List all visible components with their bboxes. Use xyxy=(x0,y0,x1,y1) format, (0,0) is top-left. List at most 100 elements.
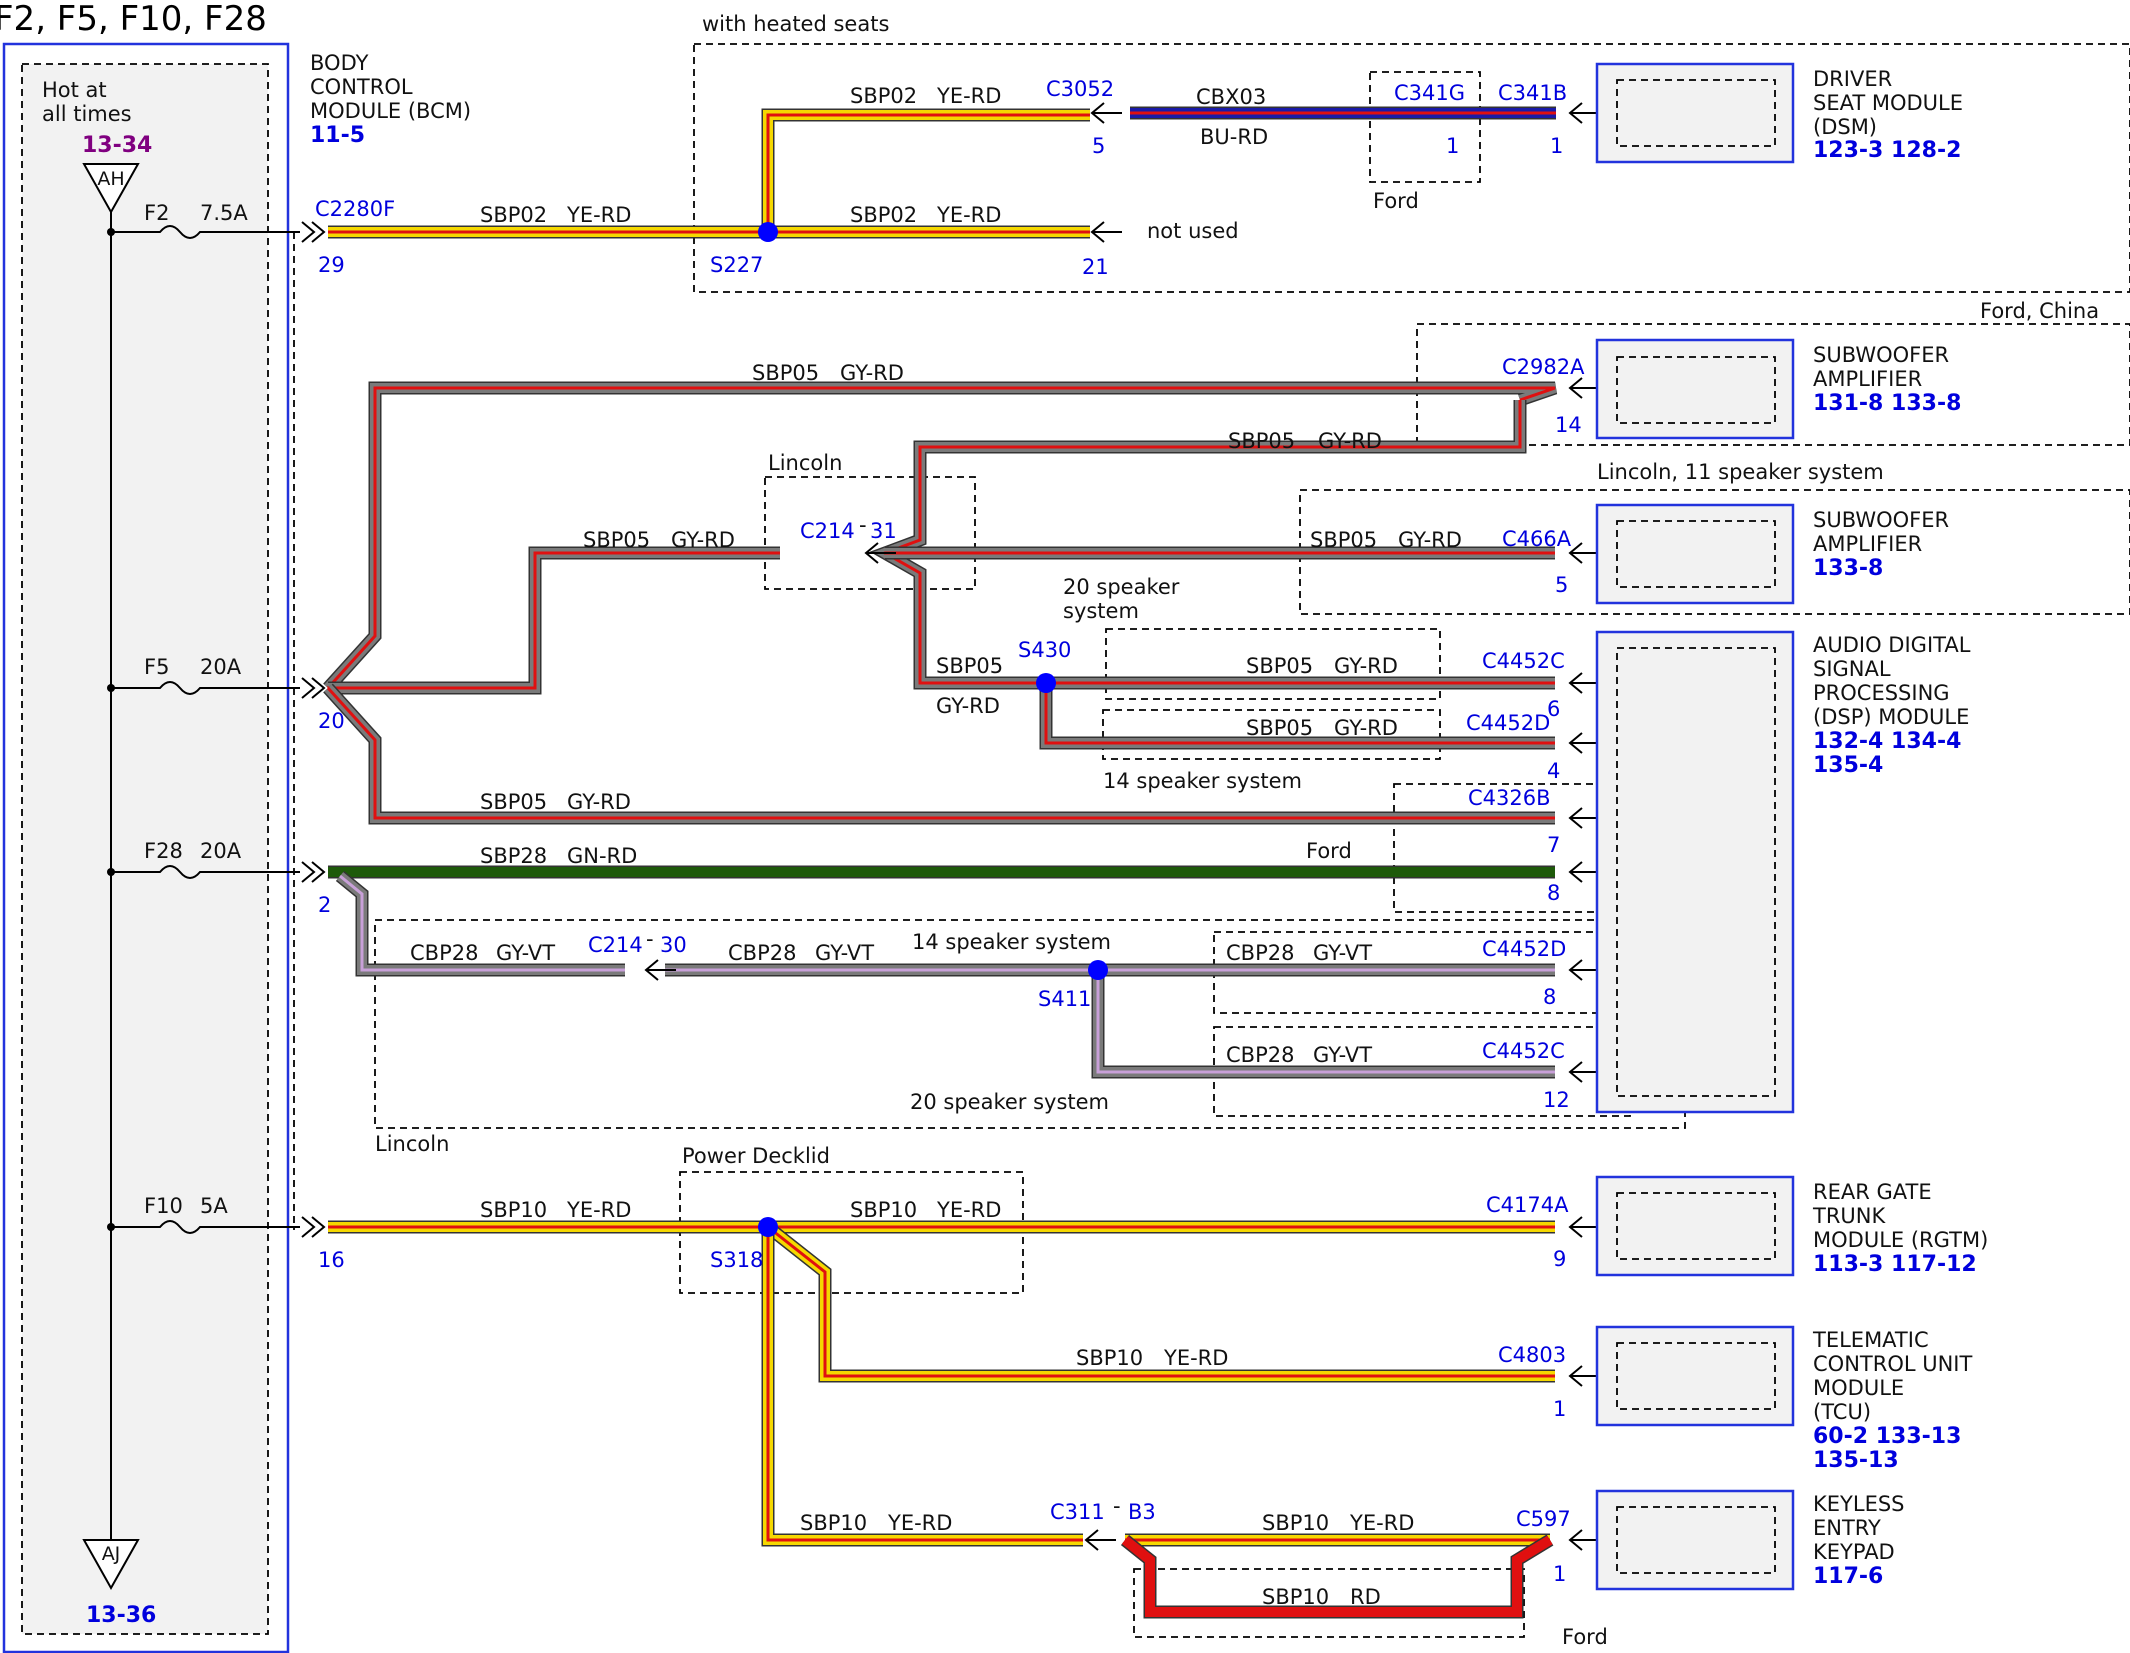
ford-c4326b-option-box xyxy=(1393,783,1605,913)
c311-arrow xyxy=(1084,1529,1116,1551)
color-ye-rd-8: YE-RD xyxy=(1349,1511,1414,1535)
component-dsm[interactable] xyxy=(1595,62,1795,164)
splice-s411[interactable] xyxy=(1088,960,1108,980)
wire-stroke xyxy=(763,110,1090,232)
pin-5-c466a: 5 xyxy=(1555,573,1568,597)
rgtm-refs[interactable]: 113-3 117-12 xyxy=(1813,1252,1977,1277)
connector-c214-a[interactable]: C214 xyxy=(800,519,855,543)
circuit-sbp02-1: SBP02 xyxy=(480,203,547,227)
splice-s430-label: S430 xyxy=(1018,638,1071,662)
wire-sbp10-to-c4803[interactable] xyxy=(763,1221,1555,1383)
wire-stroke xyxy=(766,1227,1083,1542)
dsp-refs-1[interactable]: 132-4 134-4 xyxy=(1813,729,1961,754)
connector-c341b[interactable]: C341B xyxy=(1498,81,1567,105)
pin-29: 29 xyxy=(318,253,345,277)
component-dsp[interactable] xyxy=(1595,630,1795,1114)
dsm-label-line1: DRIVER xyxy=(1813,67,1892,91)
power-decklid-label: Power Decklid xyxy=(682,1144,830,1168)
circuit-sbp10-2: SBP10 xyxy=(850,1198,917,1222)
wire-stroke xyxy=(1044,683,1555,745)
sub2-refs[interactable]: 133-8 xyxy=(1813,556,1883,581)
connector-c4174a[interactable]: C4174A xyxy=(1486,1193,1569,1217)
splice-s227[interactable] xyxy=(758,222,778,242)
connector-c4326b[interactable]: C4326B xyxy=(1468,786,1551,810)
wire-sbp05-to-c2982a[interactable] xyxy=(323,381,1558,693)
wire-sbp10-rd[interactable] xyxy=(1120,1534,1554,1619)
color-gy-vt-4: GY-VT xyxy=(1313,1043,1372,1067)
spk20-label-line1: 20 speaker xyxy=(1063,575,1180,599)
hot-ref[interactable]: 13-34 xyxy=(82,133,152,158)
circuit-sbp10-6: SBP10 xyxy=(1262,1585,1329,1609)
lincoln-label-c214: Lincoln xyxy=(768,451,842,475)
tcu-refs-2[interactable]: 135-13 xyxy=(1813,1448,1899,1473)
color-bu-rd: BU-RD xyxy=(1200,125,1268,149)
component-rgtm[interactable] xyxy=(1595,1175,1795,1277)
fuse-f28: F28 20A xyxy=(107,839,300,879)
component-subwoofer-1[interactable] xyxy=(1595,338,1795,440)
wire-sbp02-to-c3052[interactable] xyxy=(761,108,1090,232)
connector-c4452d-a[interactable]: C4452D xyxy=(1466,711,1550,735)
color-gy-rd-6: GY-RD xyxy=(1334,654,1398,678)
color-ye-rd-7: YE-RD xyxy=(887,1511,952,1535)
wire-sbp05-to-c4452d[interactable] xyxy=(1039,683,1555,750)
not-used-arrow xyxy=(1090,221,1122,243)
pin-1-c597: 1 xyxy=(1553,1562,1566,1586)
circuit-cbx03: CBX03 xyxy=(1196,85,1266,109)
heated-seats-option-box xyxy=(693,43,2130,293)
color-ye-rd-3: YE-RD xyxy=(936,203,1001,227)
ford-keypad-option-box xyxy=(1133,1568,1525,1638)
fuse-f5: F5 20A xyxy=(107,655,300,695)
wire-sbp10-to-c311[interactable] xyxy=(761,1227,1083,1547)
color-ye-rd-4: YE-RD xyxy=(566,1198,631,1222)
connector-c341g[interactable]: C341G xyxy=(1394,81,1465,105)
splice-s318[interactable] xyxy=(758,1217,778,1237)
fuse-f5-name: F5 xyxy=(144,655,169,679)
connector-c311[interactable]: C311 xyxy=(1050,1500,1105,1524)
sub1-label-line2: AMPLIFIER xyxy=(1813,367,1922,391)
circuit-sbp05-1: SBP05 xyxy=(752,361,819,385)
keypad-refs[interactable]: 117-6 xyxy=(1813,1564,1883,1589)
color-ye-rd-2: YE-RD xyxy=(936,84,1001,108)
dsp-label-line3: PROCESSING xyxy=(1813,681,1950,705)
dsp-refs-2[interactable]: 135-4 xyxy=(1813,753,1883,778)
circuit-sbp05-5: SBP05 xyxy=(936,654,1003,678)
connector-c4803[interactable]: C4803 xyxy=(1498,1343,1566,1367)
connector-c3052[interactable]: C3052 xyxy=(1046,77,1114,101)
bcm-label-line2: CONTROL xyxy=(310,75,413,99)
color-gy-vt-2: GY-VT xyxy=(815,941,874,965)
bcm-bottom-ref[interactable]: 13-36 xyxy=(86,1603,156,1628)
pin-16: 16 xyxy=(318,1248,345,1272)
connector-c2982a[interactable]: C2982A xyxy=(1502,355,1585,379)
circuit-sbp05-7: SBP05 xyxy=(1246,716,1313,740)
component-subwoofer-2[interactable] xyxy=(1595,503,1795,605)
pin-1-c341g: 1 xyxy=(1446,134,1459,158)
spk20-label-cbp28: 20 speaker system xyxy=(910,1090,1109,1114)
connector-c214-b[interactable]: C214 xyxy=(588,933,643,957)
component-keypad[interactable] xyxy=(1595,1489,1795,1591)
keypad-label-line3: KEYPAD xyxy=(1813,1540,1895,1564)
component-tcu[interactable] xyxy=(1595,1325,1795,1427)
pin-8-c4326b: 8 xyxy=(1547,881,1560,905)
wire-sbp05-to-c4326b[interactable] xyxy=(323,683,1555,825)
connector-c597[interactable]: C597 xyxy=(1516,1507,1571,1531)
bcm-ref[interactable]: 11-5 xyxy=(310,123,365,148)
dsm-label-line3: (DSM) xyxy=(1813,115,1877,139)
connector-c4452d-b[interactable]: C4452D xyxy=(1482,937,1566,961)
wire-sbp05-to-c214[interactable] xyxy=(328,546,780,695)
dsp-label-line2: SIGNAL xyxy=(1813,657,1891,681)
connector-c4452c-a[interactable]: C4452C xyxy=(1482,649,1565,673)
color-gy-rd-8: GY-RD xyxy=(567,790,631,814)
rgtm-label-line2: TRUNK xyxy=(1812,1204,1886,1228)
tcu-refs-1[interactable]: 60-2 133-13 xyxy=(1813,1424,1961,1449)
splice-s430[interactable] xyxy=(1036,673,1056,693)
wire-cbp28-to-c4452c[interactable] xyxy=(1091,970,1555,1079)
wire-cbp28-to-c214[interactable] xyxy=(335,870,625,977)
dsp-label-line1: AUDIO DIGITAL xyxy=(1813,633,1971,657)
connector-c2280f[interactable]: C2280F xyxy=(315,197,395,221)
sub1-refs[interactable]: 131-8 133-8 xyxy=(1813,391,1961,416)
connector-c466a[interactable]: C466A xyxy=(1502,527,1572,551)
connector-c4452c-b[interactable]: C4452C xyxy=(1482,1039,1565,1063)
dsm-refs[interactable]: 123-3 128-2 xyxy=(1813,138,1961,163)
ford-label-c4326b: Ford xyxy=(1306,839,1352,863)
